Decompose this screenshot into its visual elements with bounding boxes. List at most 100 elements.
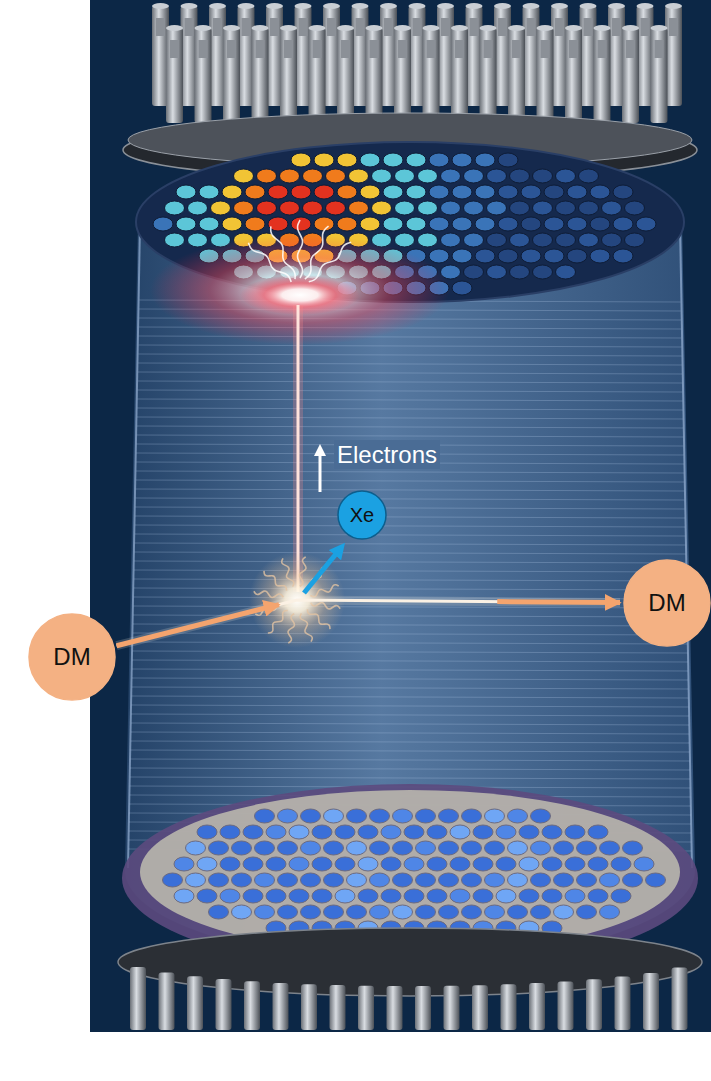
pmt-tube-cap [223,25,240,31]
pmt-circle [358,825,378,839]
pmt-tube [166,25,183,123]
pmt-circle [487,265,507,279]
pmt-circle [197,825,217,839]
pmt-tube-body [159,973,175,1030]
field-cage-line [136,480,684,482]
pmt-circle [439,905,459,919]
pmt-tube-base [626,40,635,58]
pmt-tube-cap [508,25,525,31]
incoming-arrow [117,605,279,646]
pmt-circle [498,185,518,199]
pmt-tube-base [541,40,550,58]
pmt-circle [439,873,459,887]
pmt-circle [222,185,242,199]
pmt-tube-body [301,984,317,1030]
pmt-circle [533,169,553,183]
pmt-tube-body [622,28,639,123]
pmt-circle [232,905,252,919]
pmt-circle [268,185,288,199]
pmt-tube-body [166,28,183,123]
pmt-circle [243,857,263,871]
pmt-tube-body [415,986,431,1030]
pmt-circle [335,857,355,871]
pmt-circle [588,825,608,839]
photon-wave [305,226,329,279]
pmt-circle [301,841,321,855]
pmt-tube-cap [423,25,440,31]
pmt-circle [370,905,390,919]
pmt-circle [301,809,321,823]
pmt-tube-cap [594,25,611,31]
pmt-tube-body [672,968,688,1030]
field-cage-line [130,759,690,761]
pmt-circle [337,217,357,231]
pmt-circle [464,265,484,279]
pmt-circle [510,169,530,183]
pmt-circle [326,169,346,183]
pmt-circle [209,873,229,887]
field-cage-line [135,543,686,545]
pmt-circle [427,825,447,839]
pmt-circle [176,217,196,231]
pmt-tube [472,985,488,1030]
pmt-tube-cap [409,3,426,9]
circle-fill [624,560,710,646]
pmt-tube-base [185,18,194,36]
pmt-circle [220,825,240,839]
pmt-circle [452,153,472,167]
pmt-tube [273,983,289,1030]
pmt-circle [485,841,505,855]
field-cage-line [137,417,683,419]
pmt-circle [521,217,541,231]
pmt-tube-cap [352,3,369,9]
pmt-circle [406,185,426,199]
pmt-tube-body [252,28,269,123]
field-cage-line [131,705,688,707]
field-cage-line [135,534,686,536]
top-ring-face [128,113,692,167]
pmt-circle [485,905,505,919]
photon-wave [300,613,312,641]
pmt-tube-cap [209,3,226,9]
pmt-circle [257,201,277,215]
photon-wave [309,242,351,282]
pmt-circle [381,857,401,871]
pmt-circle [349,201,369,215]
pmt-circle [404,825,424,839]
photon-wave [288,614,294,643]
pmt-tube [223,25,240,123]
node-text: Xe [350,504,374,526]
pmt-circle [429,153,449,167]
pmt-tube-body [387,986,403,1030]
pmt-circle [554,841,574,855]
pmt-circle [370,841,390,855]
pmt-tube-cap [451,25,468,31]
pmt-circle [370,809,390,823]
pmt-circle [498,153,518,167]
pmt-circle [222,217,242,231]
pmt-circle [395,201,415,215]
pmt-circle [324,841,344,855]
pmt-circle [266,825,286,839]
pmt-circle [291,153,311,167]
pmt-tube-base [270,18,279,36]
pmt-circle [372,201,392,215]
pmt-tube-base [242,18,251,36]
pmt-tube-base [427,40,436,58]
pmt-tube-body [508,28,525,123]
pmt-circle [280,201,300,215]
pmt-circle [508,841,528,855]
pmt-tube-body [643,973,659,1030]
pmt-circle [383,217,403,231]
pmt-tube-body [444,986,460,1030]
pmt-circle [335,889,355,903]
pmt-tube-base [284,40,293,58]
pmt-circle [186,873,206,887]
pmt-circle [473,857,493,871]
pmt-circle [602,201,622,215]
pmt-circle [360,185,380,199]
pmt-tube-cap [622,25,639,31]
pmt-circle [188,201,208,215]
bottom-ring [118,928,702,996]
